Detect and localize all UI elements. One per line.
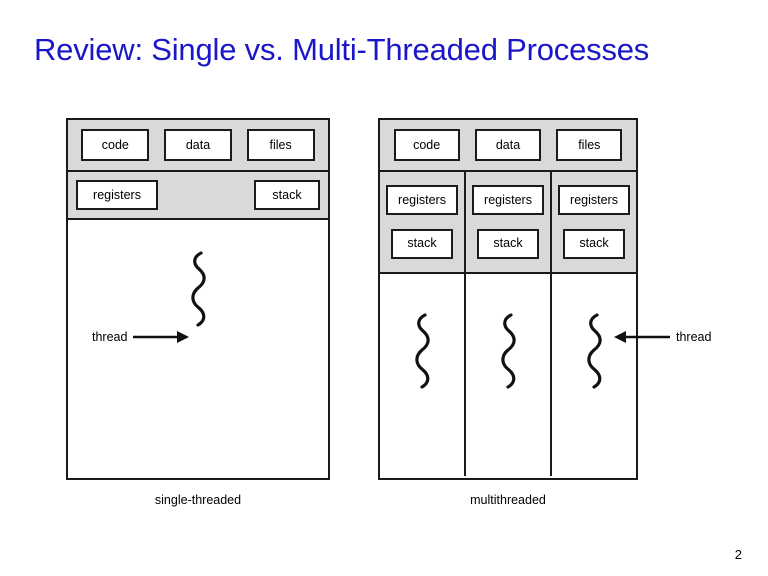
resource-box-files: files — [246, 129, 315, 161]
state-box-stack: stack — [477, 228, 539, 259]
state-box-registers: registers — [76, 180, 158, 210]
resource-box-files: files — [556, 129, 623, 161]
single-thread-annotation: thread — [92, 329, 190, 344]
resource-box-code: code — [393, 129, 460, 161]
state-box-stack: stack — [254, 180, 320, 210]
single-shared-resources-row: code data files — [68, 120, 328, 172]
thread-body-area — [552, 274, 636, 476]
thread-squiggle-icon — [409, 312, 435, 390]
resource-box-data: data — [474, 129, 541, 161]
state-box-registers: registers — [386, 185, 458, 216]
thread-columns: registers stack registers stack — [380, 172, 636, 476]
single-threaded-process-diagram: code data files registers stack — [66, 118, 330, 480]
caption-single-threaded: single-threaded — [154, 493, 242, 507]
thread-state-group: registers stack — [380, 172, 464, 274]
thread-state-group: registers stack — [466, 172, 550, 274]
thread-column: registers stack — [464, 172, 550, 476]
multi-shared-resources-row: code data files — [380, 120, 636, 172]
thread-squiggle-icon — [495, 312, 521, 390]
page-number: 2 — [734, 547, 742, 562]
state-box-stack: stack — [563, 228, 625, 259]
thread-body-area — [380, 274, 464, 476]
caption-multithreaded: multithreaded — [470, 493, 546, 507]
thread-column: registers stack — [380, 172, 464, 476]
single-thread-state-row: registers stack — [68, 172, 328, 220]
thread-body-area — [466, 274, 550, 476]
thread-column: registers stack — [550, 172, 636, 476]
multi-thread-annotation: thread — [614, 330, 711, 344]
page-title: Review: Single vs. Multi-Threaded Proces… — [34, 32, 650, 67]
resource-box-data: data — [163, 129, 232, 161]
state-box-registers: registers — [472, 185, 544, 216]
thread-label: thread — [92, 329, 128, 344]
arrow-right-icon — [133, 330, 190, 344]
arrow-left-icon — [614, 330, 670, 344]
single-thread-body-area — [68, 220, 328, 478]
thread-state-group: registers stack — [552, 172, 636, 274]
multithreaded-process-diagram: code data files registers stack register… — [378, 118, 638, 480]
thread-label: thread — [676, 329, 712, 344]
state-box-stack: stack — [391, 228, 453, 259]
state-box-registers: registers — [558, 185, 630, 216]
resource-box-code: code — [81, 129, 150, 161]
thread-squiggle-icon — [185, 250, 211, 328]
thread-squiggle-icon — [581, 312, 607, 390]
